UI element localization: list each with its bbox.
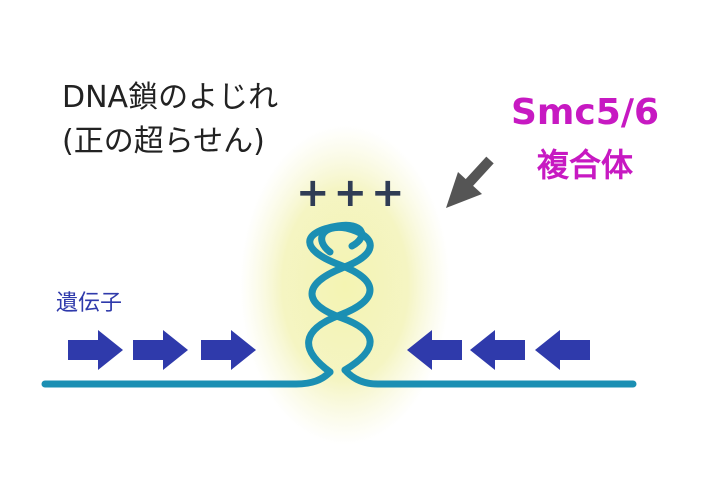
gene-arrows-right: [407, 330, 590, 370]
pointer-arrow-icon: [446, 156, 494, 208]
gene-arrows-left: [68, 330, 256, 370]
arrow-left-icon: [407, 330, 462, 370]
arrow-right-icon: [68, 330, 123, 370]
arrow-left-icon: [470, 330, 525, 370]
arrow-right-icon: [201, 330, 256, 370]
supercoil-sign: +++: [296, 170, 409, 216]
twist-label-line2: (正の超らせん): [62, 124, 265, 159]
gene-label: 遺伝子: [56, 291, 123, 316]
supercoil-glow: [240, 125, 450, 445]
complex-label-line1: Smc5/6: [510, 92, 660, 133]
dna-strand: [41, 221, 637, 388]
arrow-left-icon: [535, 330, 590, 370]
twist-label-line1: DNA鎖のよじれ: [62, 80, 279, 115]
arrow-right-icon: [133, 330, 188, 370]
complex-label-line2: 複合体: [536, 146, 633, 184]
dna-twist-strand-b: [308, 223, 374, 374]
